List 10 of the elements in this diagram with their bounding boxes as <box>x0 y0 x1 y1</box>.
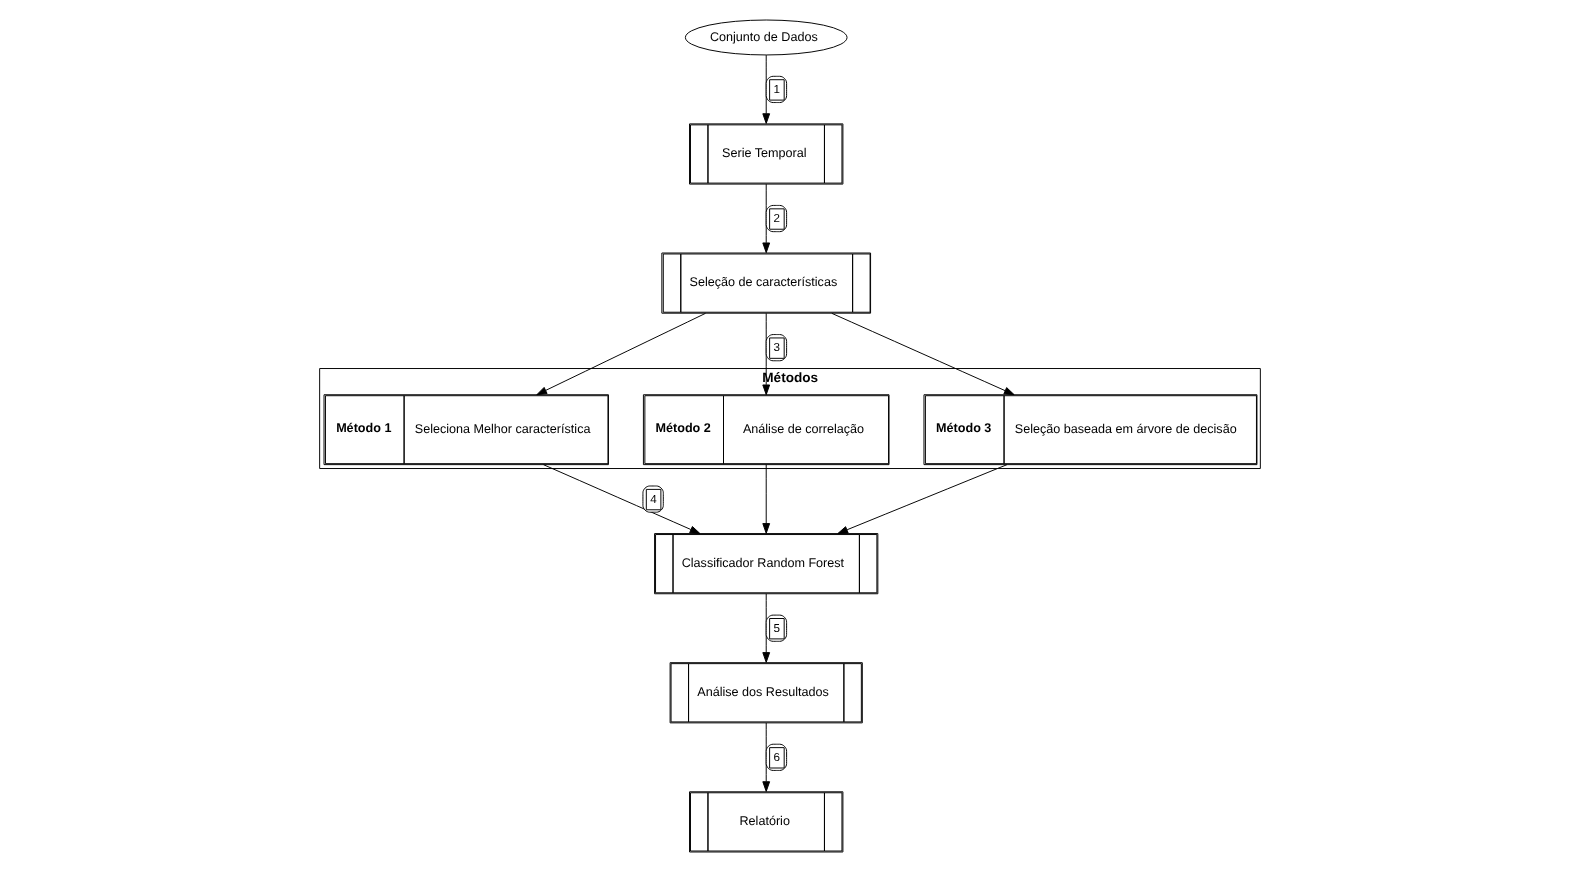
arrow <box>837 464 1008 534</box>
arrow <box>762 312 771 396</box>
arrow <box>762 54 771 124</box>
arrow <box>762 722 771 792</box>
arrow <box>762 593 771 663</box>
arrow <box>762 464 771 534</box>
arrow <box>762 183 771 254</box>
arrow <box>536 312 706 396</box>
arrow <box>543 464 701 534</box>
arrow <box>831 312 1015 396</box>
